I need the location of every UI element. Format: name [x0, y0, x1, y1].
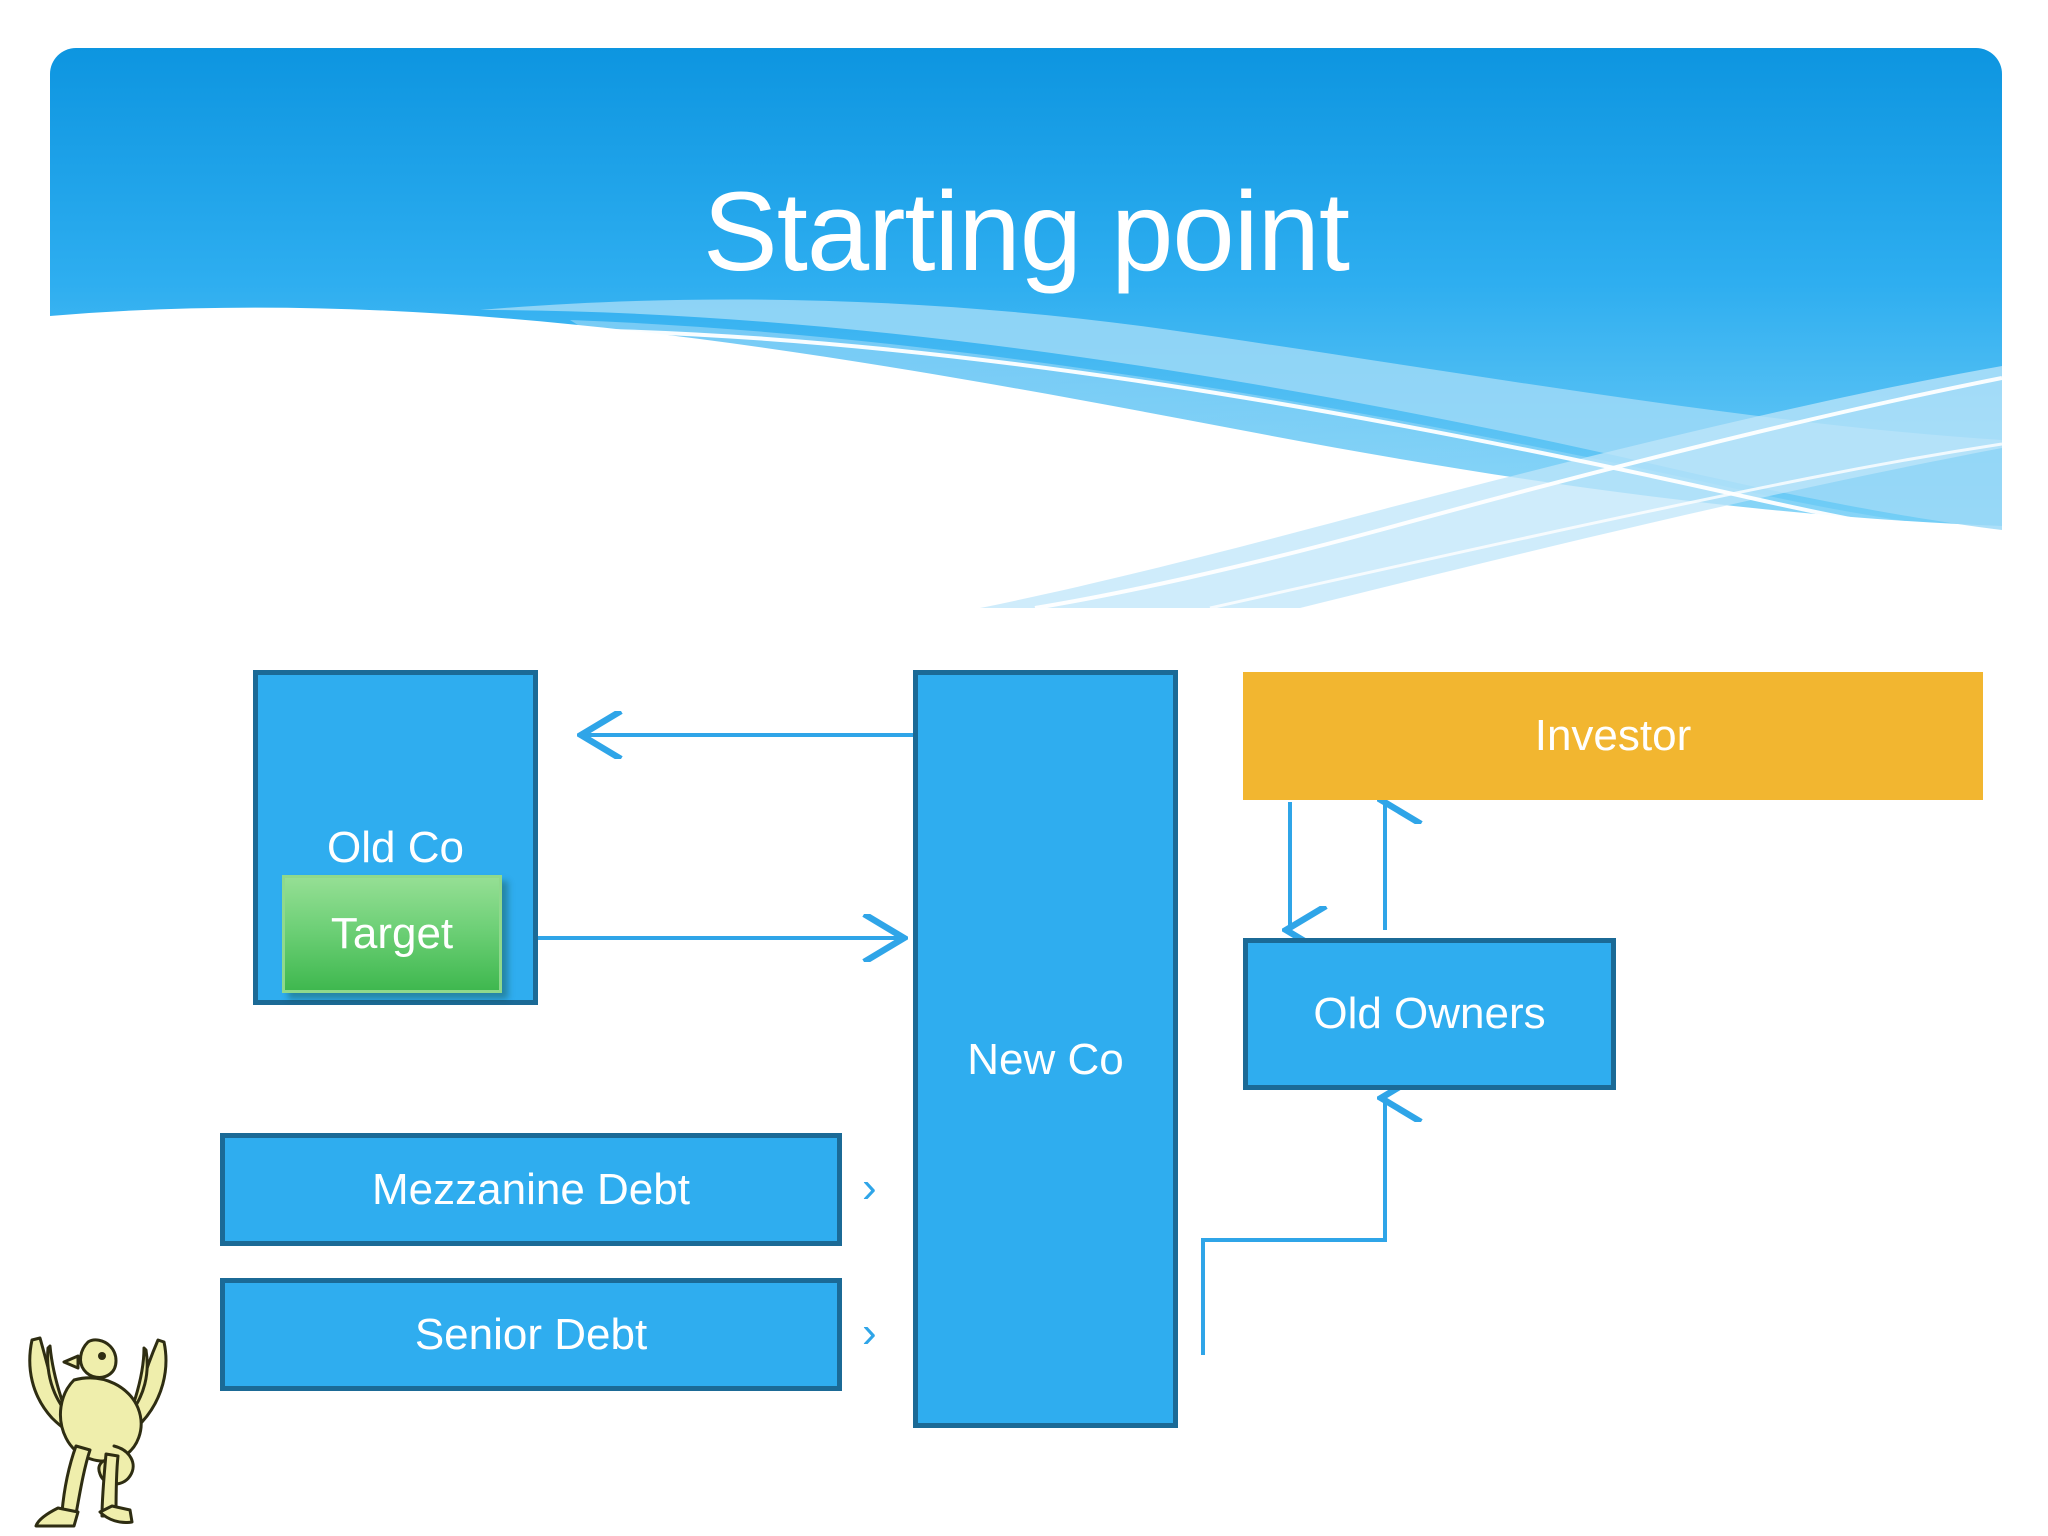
box-senior-debt-label: Senior Debt — [414, 1309, 648, 1359]
box-old-co-label: Old Co — [327, 823, 464, 872]
box-mezzanine-debt-label: Mezzanine Debt — [372, 1164, 690, 1214]
box-mezzanine-debt[interactable]: Mezzanine Debt — [220, 1133, 842, 1246]
banner-graphic — [50, 48, 2002, 608]
box-old-owners[interactable]: Old Owners — [1243, 938, 1616, 1090]
box-new-co[interactable]: New Co — [913, 670, 1178, 1428]
box-investor[interactable]: Investor — [1243, 672, 1983, 800]
page-title: Starting point — [703, 169, 1350, 294]
box-senior-debt[interactable]: Senior Debt — [220, 1278, 842, 1391]
box-new-co-label: New Co — [967, 1035, 1124, 1084]
chevron-right-icon-senior: › — [862, 1308, 877, 1357]
chevron-right-icon-mezzanine: › — [862, 1163, 877, 1212]
box-target[interactable]: Target — [282, 875, 502, 993]
phoenix-bird-logo — [18, 1318, 178, 1533]
box-target-label: Target — [330, 909, 454, 958]
connector-newco-to-oldowners — [1201, 1098, 1385, 1355]
box-old-owners-label: Old Owners — [1313, 989, 1546, 1038]
title-banner — [50, 48, 2002, 608]
box-investor-label: Investor — [1534, 711, 1692, 760]
phoenix-bird-icon — [28, 1336, 168, 1528]
